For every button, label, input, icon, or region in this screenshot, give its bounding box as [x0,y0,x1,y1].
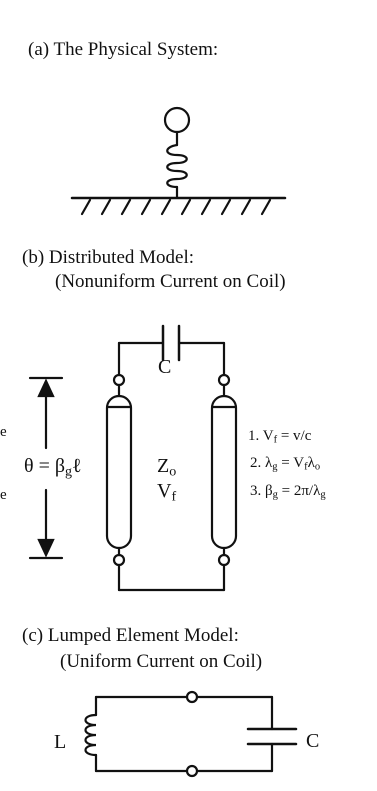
section-c-heading: (c) Lumped Element Model: [22,625,239,646]
capacitor-label-b: C [158,356,172,378]
capacitor-label-c: C [306,730,320,752]
ground-plane-icon [70,196,287,216]
equation-3: 3. βg = 2π/λg [250,483,326,501]
margin-mark-1: e [0,424,7,440]
equation-2: 2. λg = Vfλo [250,455,321,473]
inductor-icon [84,695,98,773]
lumped-circuit-wires [94,690,274,778]
capacitor-b-icon [117,324,226,376]
capacitor-c-icon [246,727,298,746]
electrical-length-label: θ = βgℓ [24,455,82,480]
section-c-subheading: (Uniform Current on Coil) [60,651,263,672]
bottom-connection-b [117,563,226,592]
section-b-subheading: (Nonuniform Current on Coil) [55,271,286,292]
section-b-heading: (b) Distributed Model: [22,247,195,268]
electrical-length-arrow-icon [28,376,64,560]
velocity-factor-label: Vf [157,480,177,505]
transmission-line-left-icon [105,373,133,567]
transmission-line-right-icon [210,373,238,567]
inductor-label: L [54,731,67,753]
physical-antenna-icon [163,106,191,199]
margin-mark-2: e [0,487,7,503]
section-a-heading: (a) The Physical System: [28,39,219,60]
impedance-label: Zo [157,455,177,480]
equation-1: 1. Vf = v/c [248,428,312,446]
